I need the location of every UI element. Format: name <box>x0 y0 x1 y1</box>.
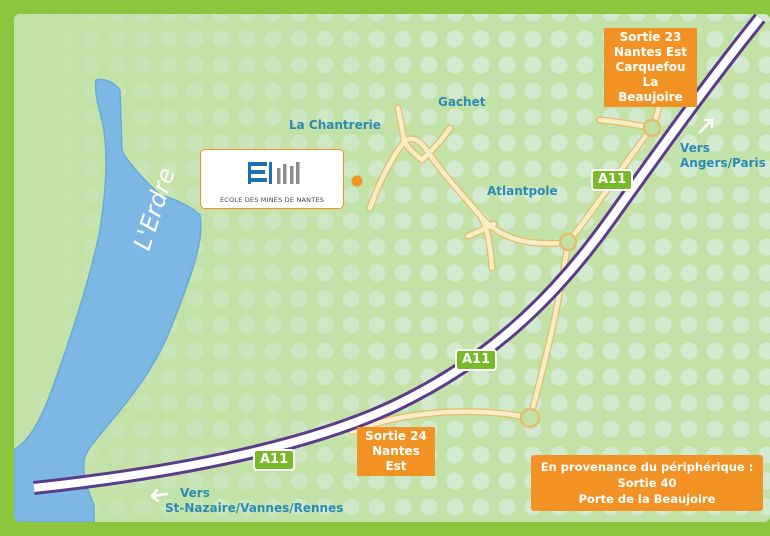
arrow-west-icon <box>150 488 169 503</box>
direction-west-line-2: St-Nazaire/Vannes/Rennes <box>165 501 344 515</box>
direction-west-line-1: Vers <box>180 486 210 500</box>
river-erdre <box>14 78 202 522</box>
school-logo-mark <box>248 162 300 184</box>
direction-st-nazaire: Vers St-Nazaire/Vannes/Rennes <box>165 486 343 516</box>
info-box-line-2: Sortie 40 <box>617 476 677 490</box>
a11-shield-2: A11 <box>455 349 498 371</box>
school-logo-text: ECOLE DES MINES DE NANTES <box>219 196 325 204</box>
exit-23-sign: Sortie 23 Nantes Est Carquefou La Beaujo… <box>604 28 697 107</box>
exit-23-line-4: La Beaujoire <box>618 75 683 104</box>
a11-shield-1: A11 <box>591 169 634 191</box>
place-label-gachet: Gachet <box>438 95 486 109</box>
arrow-northeast-icon <box>698 118 714 134</box>
roundabouts <box>519 118 662 429</box>
info-box-peripherique: En provenance du périphérique : Sortie 4… <box>531 455 763 511</box>
school-logo-card: ECOLE DES MINES DE NANTES <box>200 149 344 209</box>
roundabout-exit-24 <box>519 407 541 429</box>
direction-east-line-2: Angers/Paris <box>680 156 766 170</box>
exit-23-line-3: Carquefou <box>615 60 686 74</box>
school-location-marker <box>351 175 363 187</box>
motorway-a11 <box>33 14 766 495</box>
a11-shield-3: A11 <box>253 449 296 471</box>
info-box-line-3: Porte de la Beaujoire <box>578 492 716 506</box>
direction-east-line-1: Vers <box>680 141 710 155</box>
exit-24-line-1: Sortie 24 <box>365 429 427 443</box>
roundabout-exit-23 <box>642 118 662 138</box>
roundabout-atlantpole <box>558 232 578 252</box>
exit-23-line-1: Sortie 23 <box>619 30 682 44</box>
exit-24-sign: Sortie 24 Nantes Est <box>357 427 435 476</box>
direction-angers-paris: Vers Angers/Paris <box>680 141 766 171</box>
exit-24-line-2: Nantes Est <box>372 444 420 473</box>
exit-23-line-2: Nantes Est <box>614 45 687 59</box>
info-box-line-1: En provenance du périphérique : <box>540 460 754 474</box>
place-label-atlantpole: Atlantpole <box>487 184 558 198</box>
place-label-la-chantrerie: La Chantrerie <box>289 118 381 132</box>
